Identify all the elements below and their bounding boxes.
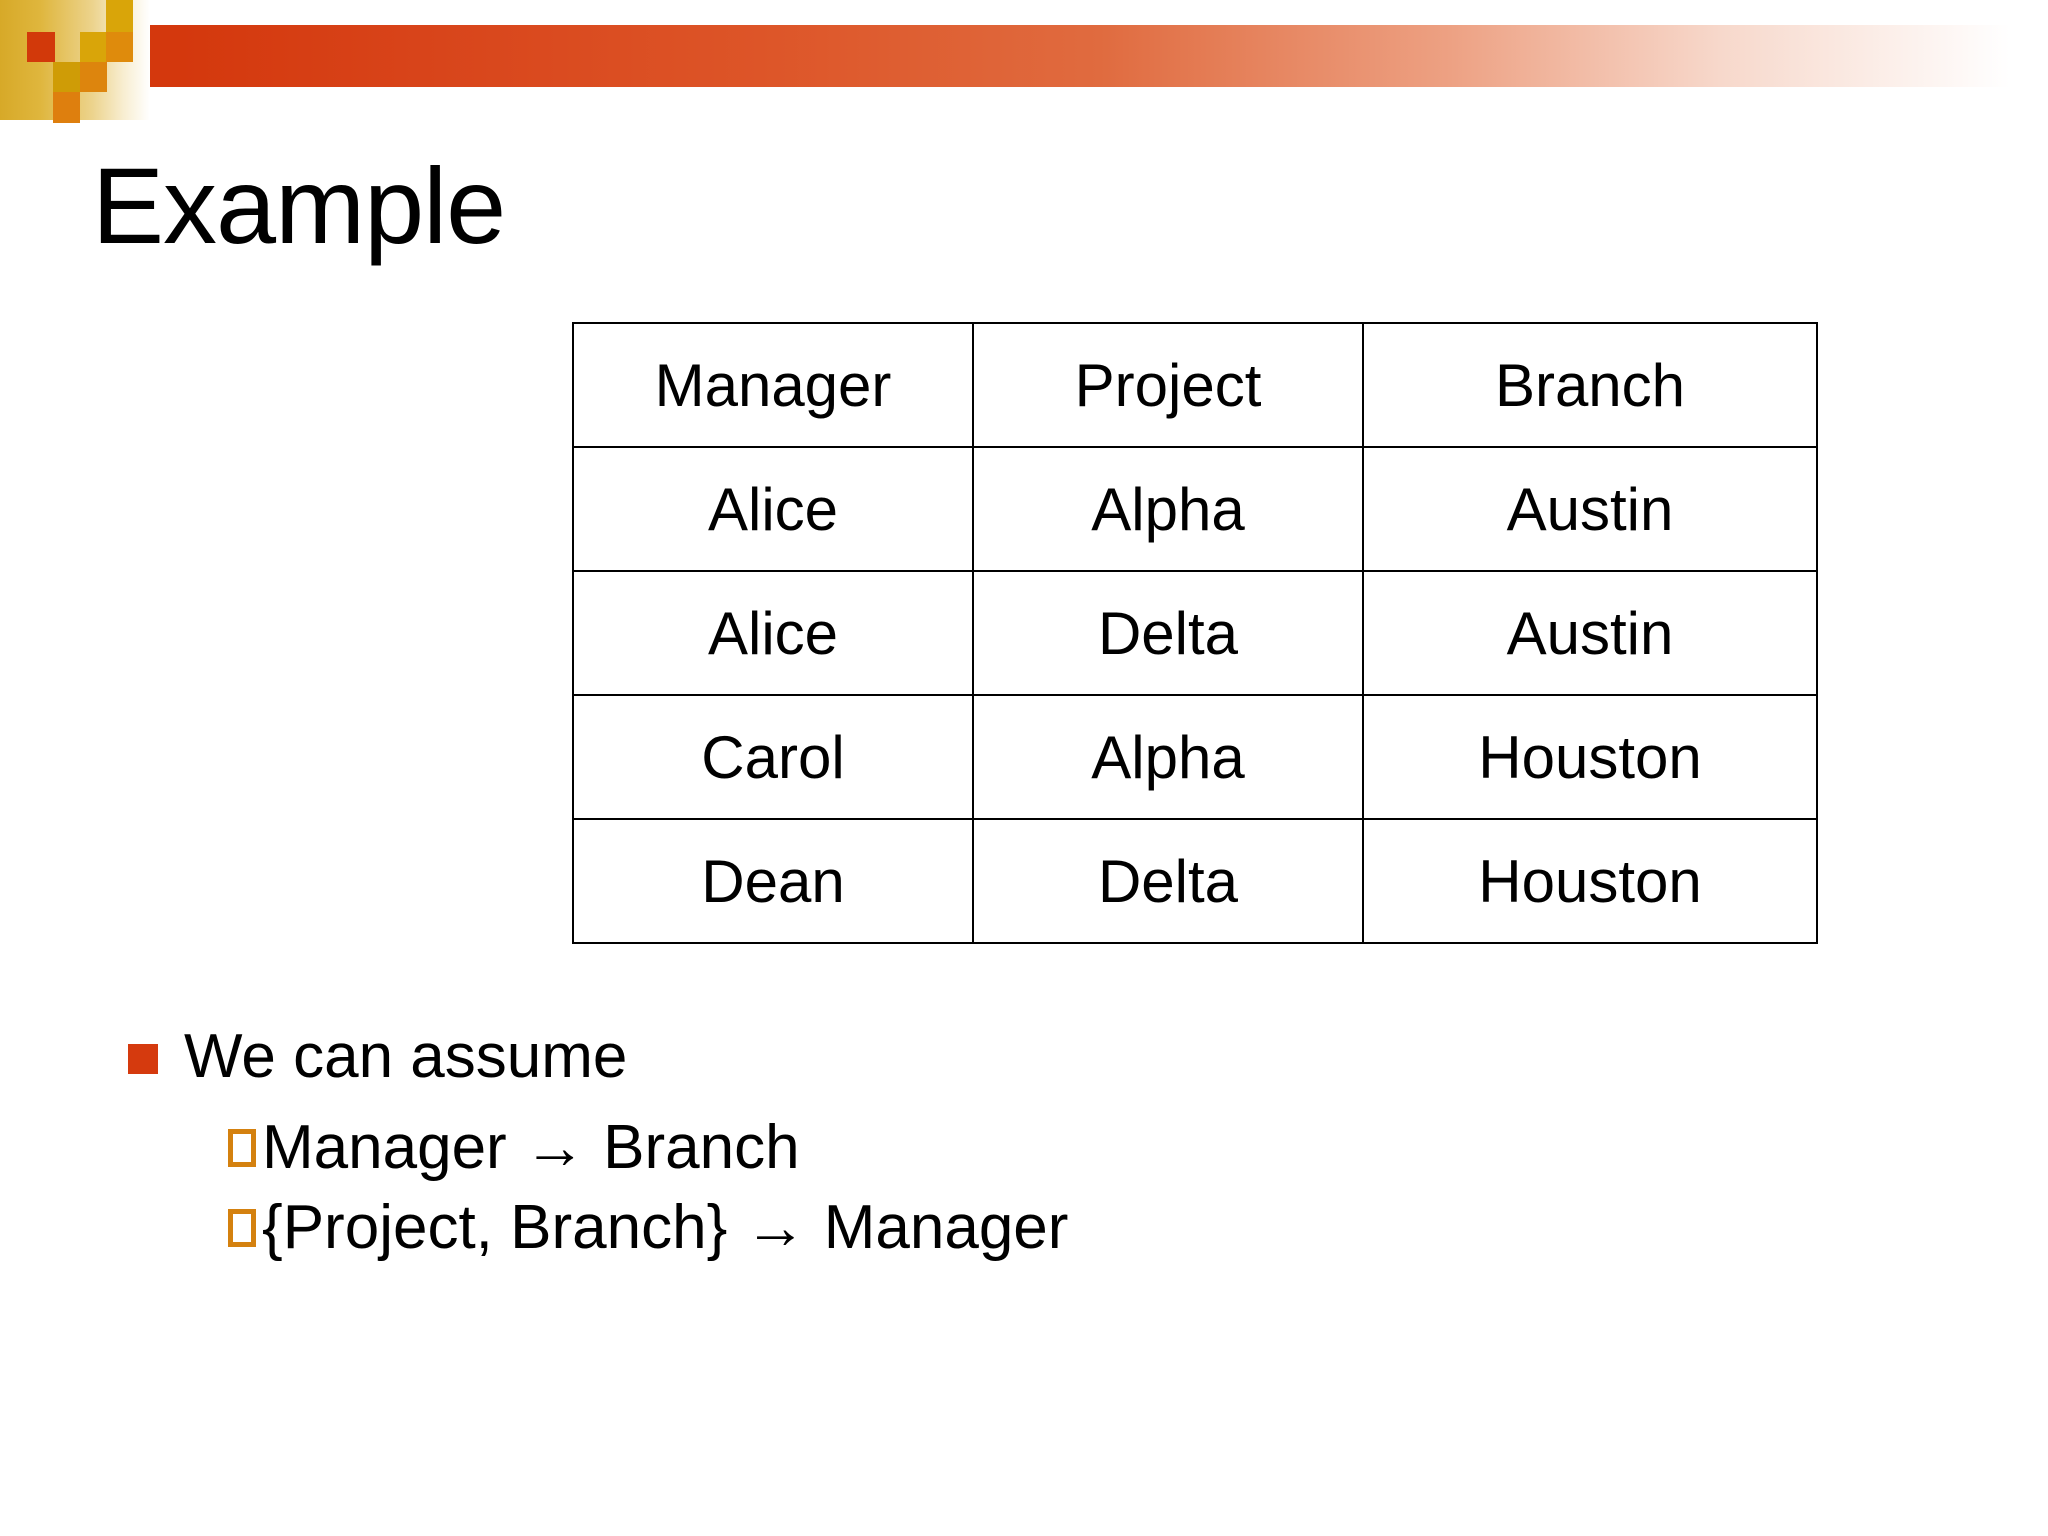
table-cell: Alpha: [972, 694, 1364, 820]
list-item-label: Manager → Branch: [262, 1113, 800, 1183]
list-item: Manager → Branch: [228, 1113, 1828, 1182]
list-item-label: We can assume: [184, 1022, 628, 1091]
list-item: {Project, Branch} → Manager: [228, 1193, 1828, 1262]
list-item: We can assume: [128, 1022, 1828, 1091]
table-cell: Austin: [1362, 570, 1818, 696]
hollow-square-bullet-icon: [228, 1208, 256, 1247]
table-row: Dean Delta Houston: [572, 818, 1818, 944]
table-row: Carol Alpha Houston: [572, 694, 1818, 820]
hollow-square-bullet-icon: [228, 1129, 256, 1168]
deco-square-gold-top: [106, 0, 133, 32]
table-cell: Delta: [972, 570, 1364, 696]
page-title: Example: [92, 145, 506, 266]
slide-header-decoration: [0, 0, 2048, 123]
list-item-label: {Project, Branch} → Manager: [262, 1192, 1069, 1262]
table-cell: Austin: [1362, 446, 1818, 572]
table-row: Alice Delta Austin: [572, 570, 1818, 696]
example-table: Manager Project Branch Alice Alpha Austi…: [572, 322, 1818, 944]
header-gradient-bar: [0, 25, 2048, 87]
filled-square-bullet-icon: [128, 1044, 158, 1074]
table-cell: Alice: [572, 570, 974, 696]
table-cell: Alpha: [972, 446, 1364, 572]
deco-square-orange-c: [53, 92, 80, 123]
table-cell: Delta: [972, 818, 1364, 944]
table-header-cell: Manager: [572, 322, 974, 448]
deco-square-orange-a: [106, 32, 133, 62]
table-header-row: Manager Project Branch: [572, 322, 1818, 448]
table-cell: Alice: [572, 446, 974, 572]
table-cell: Houston: [1362, 694, 1818, 820]
bullet-list: We can assume Manager → Branch {Project,…: [128, 1022, 1828, 1272]
table-cell: Houston: [1362, 818, 1818, 944]
deco-square-gold-a: [80, 32, 107, 62]
deco-square-red: [27, 32, 55, 62]
table-row: Alice Alpha Austin: [572, 446, 1818, 572]
example-table-container: Manager Project Branch Alice Alpha Austi…: [572, 322, 1818, 944]
table-header-cell: Project: [972, 322, 1364, 448]
table-header-cell: Branch: [1362, 322, 1818, 448]
table-cell: Dean: [572, 818, 974, 944]
deco-square-orange-b: [80, 62, 107, 92]
table-cell: Carol: [572, 694, 974, 820]
deco-square-gold-b: [53, 62, 80, 92]
